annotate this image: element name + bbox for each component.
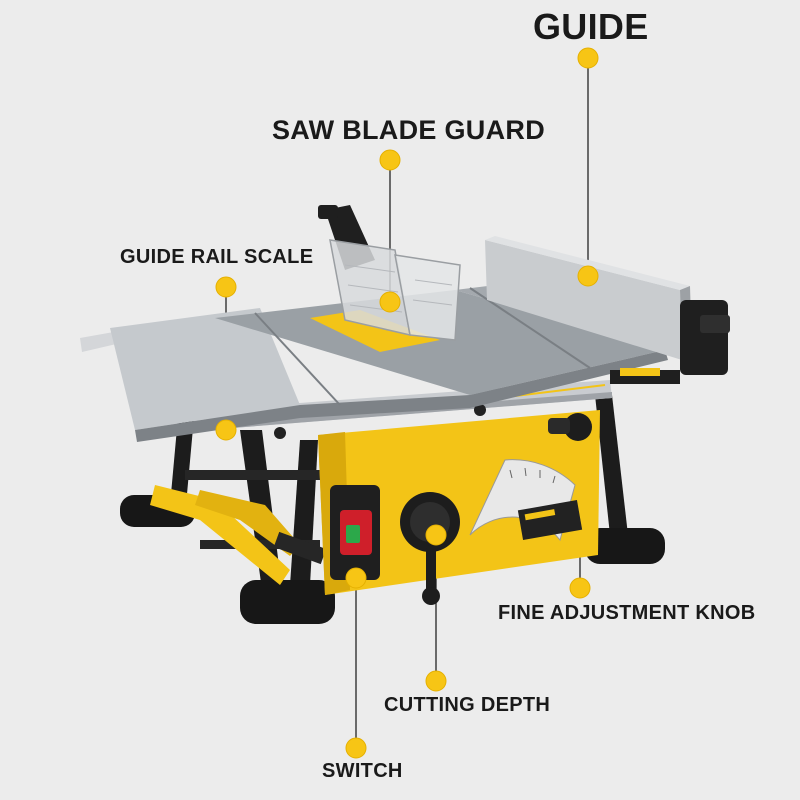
callout-guide-rail-scale: GUIDE RAIL SCALE: [120, 246, 314, 268]
marker-guide-label: [577, 47, 599, 69]
motor-housing: [318, 410, 600, 595]
marker-switch-label: [345, 737, 367, 759]
marker-guide-target: [577, 265, 599, 287]
marker-saw-blade-guard-target: [379, 291, 401, 313]
front-extension-handle: [150, 485, 327, 585]
marker-saw-blade-guard-label: [379, 149, 401, 171]
callout-cutting-depth: CUTTING DEPTH: [384, 694, 551, 716]
marker-guide-rail-scale-target: [215, 419, 237, 441]
marker-cutting-depth-label: [425, 670, 447, 692]
rip-fence: [485, 236, 730, 384]
marker-guide-rail-scale-label: [215, 276, 237, 298]
callout-guide: GUIDE: [533, 6, 649, 47]
callout-fine-adjustment-knob: FINE ADJUSTMENT KNOB: [498, 602, 756, 624]
callout-saw-blade-guard: SAW BLADE GUARD: [272, 115, 545, 145]
fine-adjustment-knob: [548, 413, 592, 441]
marker-switch-target: [345, 567, 367, 589]
power-switch: [330, 485, 380, 580]
callout-markers: [215, 47, 599, 759]
marker-cutting-depth-wheel: [425, 524, 447, 546]
marker-fine-adjustment-knob-target: [569, 577, 591, 599]
callout-switch: SWITCH: [322, 760, 403, 782]
